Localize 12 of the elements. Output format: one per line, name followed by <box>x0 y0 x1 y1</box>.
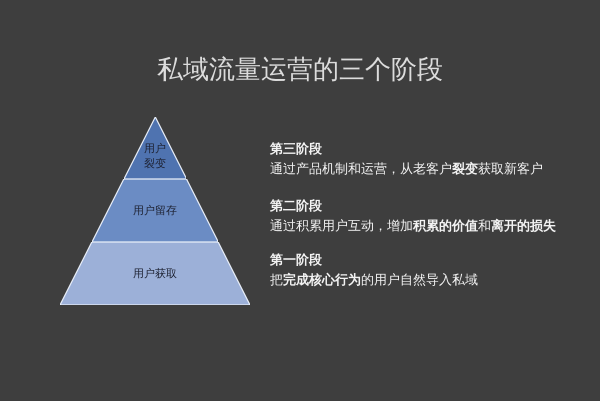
stage-description: 通过产品机制和运营，从老客户裂变获取新客户 <box>270 160 543 178</box>
pyramid-tier <box>60 242 250 305</box>
tier-label: 用户裂变 <box>142 141 167 171</box>
stage-heading: 第二阶段 <box>270 198 322 215</box>
pyramid-tier <box>92 179 218 242</box>
stage-heading: 第三阶段 <box>270 141 322 158</box>
stage-description: 通过积累用户互动，增加积累的价值和离开的损失 <box>270 218 556 235</box>
stage-heading: 第一阶段 <box>270 252 322 269</box>
stage-description: 把完成核心行为的用户自然导入私域 <box>270 272 478 289</box>
tier-label: 用户留存 <box>132 202 178 218</box>
title: 私域流量运营的三个阶段 <box>156 54 444 87</box>
tier-label: 用户获取 <box>132 266 178 280</box>
